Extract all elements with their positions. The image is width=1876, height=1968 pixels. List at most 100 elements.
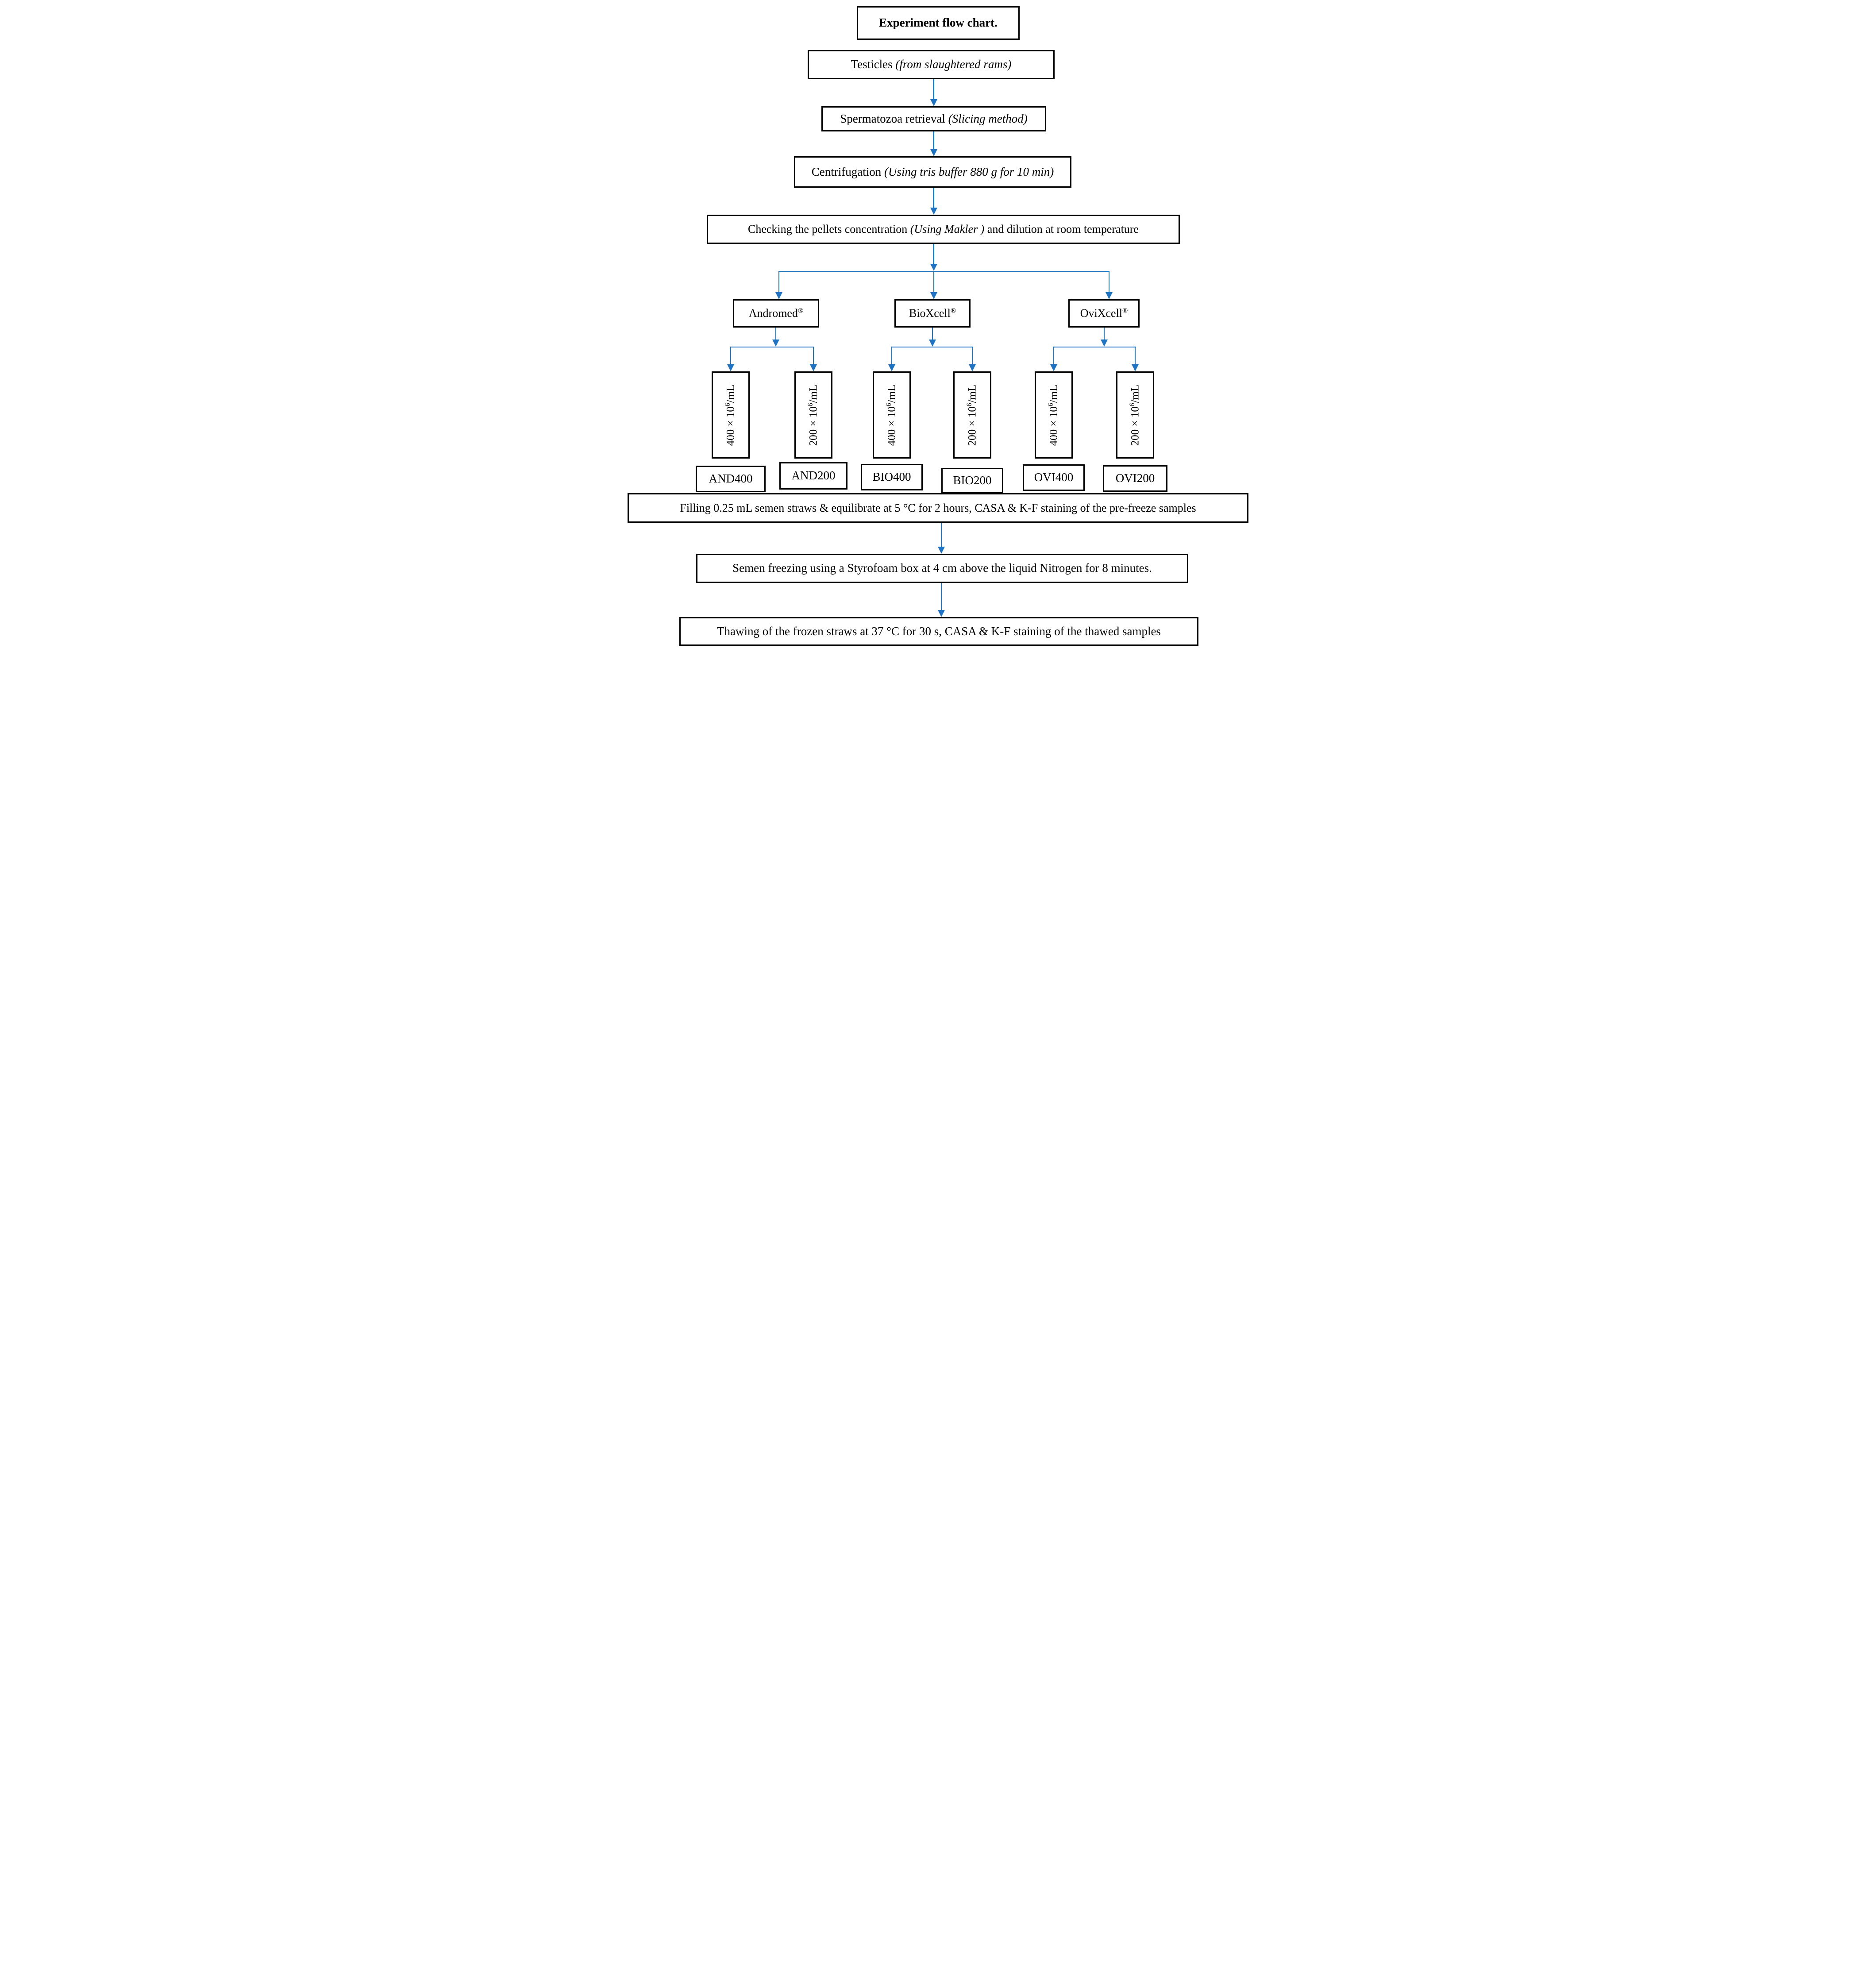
diluent-andromed-mark: ® bbox=[797, 307, 804, 315]
conc-bio400-base: 400 × 10 bbox=[886, 406, 898, 446]
arrow-checking-branch-stem bbox=[933, 244, 934, 264]
diluent-ovixcell-name: OviXcell bbox=[1080, 307, 1123, 320]
conc-bio400-exp: 6 bbox=[885, 402, 893, 406]
step-retrieval-note: (Slicing method) bbox=[948, 112, 1028, 125]
arrow-retrieval-centrifugation-stem bbox=[933, 131, 934, 149]
step-testicles-box: Testicles (from slaughtered rams) bbox=[808, 50, 1055, 79]
subarrow-andromed-head bbox=[772, 340, 779, 347]
branch-drop-andromed-head bbox=[775, 292, 782, 299]
diluent-ovixcell-mark: ® bbox=[1122, 307, 1128, 315]
label-bio200-box: BIO200 bbox=[941, 468, 1003, 494]
experiment-flowchart: Experiment flow chart. Testicles (from s… bbox=[625, 0, 1251, 656]
conc-ovi400-unit: /mL bbox=[1048, 384, 1059, 403]
arrow-centrifugation-checking-stem bbox=[933, 188, 934, 208]
title-box: Experiment flow chart. bbox=[857, 6, 1020, 40]
step-centrifugation-text: Centrifugation (Using tris buffer 880 g … bbox=[812, 165, 1054, 179]
step-checking-text: Checking the pellets concentration (Usin… bbox=[748, 223, 1139, 236]
conc-and200-unit: /mL bbox=[807, 384, 819, 403]
subdrop-ovi400-head bbox=[1050, 364, 1057, 371]
label-and200-text: AND200 bbox=[791, 469, 836, 482]
step-testicles-note: (from slaughtered rams) bbox=[895, 58, 1012, 71]
conc-ovi400-base: 400 × 10 bbox=[1048, 406, 1059, 446]
step-retrieval-text: Spermatozoa retrieval (Slicing method) bbox=[840, 112, 1028, 126]
label-bio400-box: BIO400 bbox=[861, 464, 923, 490]
subdrop-and200-head bbox=[810, 364, 817, 371]
diluent-bioxcell-box: BioXcell® bbox=[894, 299, 971, 328]
branch-drop-bioxcell-head bbox=[930, 292, 937, 299]
step-filling-text: Filling 0.25 mL semen straws & equilibra… bbox=[680, 501, 1196, 514]
branch-drop-ovixcell-head bbox=[1106, 292, 1113, 299]
step-testicles-main: Testicles bbox=[851, 58, 896, 71]
branch-drop-andromed-stem bbox=[778, 272, 779, 292]
conc-bio200-exp: 6 bbox=[965, 402, 973, 406]
conc-and200-box: 200 × 106/mL bbox=[794, 371, 832, 459]
conc-ovi400-exp: 6 bbox=[1047, 402, 1055, 406]
label-ovi200-box: OVI200 bbox=[1103, 465, 1167, 492]
step-centrifugation-note: (Using tris buffer 880 g for 10 min) bbox=[884, 165, 1054, 178]
conc-ovi200-text: 200 × 106/mL bbox=[1129, 384, 1141, 446]
conc-ovi200-unit: /mL bbox=[1129, 384, 1141, 403]
subdrop-bio200-head bbox=[969, 364, 976, 371]
step-filling-box: Filling 0.25 mL semen straws & equilibra… bbox=[628, 493, 1248, 523]
step-centrifugation-box: Centrifugation (Using tris buffer 880 g … bbox=[794, 156, 1071, 188]
arrow-freezing-thawing-stem bbox=[941, 583, 942, 610]
subdrop-and400-head bbox=[727, 364, 734, 371]
arrow-filling-freezing-stem bbox=[941, 523, 942, 547]
step-checking-post: and dilution at room temperature bbox=[984, 223, 1139, 236]
step-testicles-text: Testicles (from slaughtered rams) bbox=[851, 58, 1012, 71]
step-freezing-text: Semen freezing using a Styrofoam box at … bbox=[732, 561, 1152, 575]
subarrow-ovixcell-stem bbox=[1104, 328, 1105, 340]
subdrop-and200-stem bbox=[813, 347, 814, 364]
label-and400-box: AND400 bbox=[696, 466, 766, 492]
subdrop-ovi400-stem bbox=[1053, 347, 1054, 364]
subdrop-ovi200-head bbox=[1132, 364, 1139, 371]
diluent-ovixcell-text: OviXcell® bbox=[1080, 307, 1128, 320]
step-thawing-text: Thawing of the frozen straws at 37 °C fo… bbox=[717, 624, 1161, 638]
conc-and200-text: 200 × 106/mL bbox=[807, 384, 820, 446]
conc-and400-unit: /mL bbox=[724, 384, 736, 403]
conc-bio400-box: 400 × 106/mL bbox=[873, 371, 911, 459]
diluent-andromed-box: Andromed® bbox=[733, 299, 819, 328]
conc-and400-text: 400 × 106/mL bbox=[724, 384, 737, 446]
conc-and400-base: 400 × 10 bbox=[724, 406, 736, 446]
subarrow-andromed-stem bbox=[775, 328, 776, 340]
label-and200-box: AND200 bbox=[779, 462, 847, 490]
subdrop-bio400-stem bbox=[891, 347, 892, 364]
conc-bio200-base: 200 × 10 bbox=[966, 406, 978, 446]
conc-ovi200-box: 200 × 106/mL bbox=[1116, 371, 1154, 459]
arrow-checking-branch-head bbox=[930, 264, 937, 271]
conc-ovi400-text: 400 × 106/mL bbox=[1047, 384, 1060, 446]
step-checking-box: Checking the pellets concentration (Usin… bbox=[707, 215, 1180, 244]
conc-bio400-unit: /mL bbox=[886, 384, 898, 403]
label-ovi200-text: OVI200 bbox=[1115, 471, 1155, 485]
subarrow-bioxcell-head bbox=[929, 340, 936, 347]
label-ovi400-text: OVI400 bbox=[1034, 471, 1074, 484]
subdrop-bio200-stem bbox=[972, 347, 973, 364]
diluent-andromed-text: Andromed® bbox=[749, 307, 803, 320]
label-bio400-text: BIO400 bbox=[872, 470, 911, 484]
label-bio200-text: BIO200 bbox=[953, 474, 992, 487]
subdrop-bio400-head bbox=[888, 364, 895, 371]
step-checking-note: (Using Makler ) bbox=[910, 223, 985, 236]
branch-drop-bioxcell-stem bbox=[933, 272, 934, 292]
conc-and200-base: 200 × 10 bbox=[807, 406, 819, 446]
conc-ovi400-box: 400 × 106/mL bbox=[1035, 371, 1073, 459]
arrow-centrifugation-checking-head bbox=[930, 208, 937, 215]
step-checking-pre: Checking the pellets concentration bbox=[747, 223, 910, 236]
conc-and400-exp: 6 bbox=[724, 402, 732, 406]
conc-ovi200-exp: 6 bbox=[1128, 402, 1136, 406]
arrow-filling-freezing-head bbox=[938, 547, 945, 554]
subdrop-and400-stem bbox=[730, 347, 731, 364]
conc-ovi200-base: 200 × 10 bbox=[1129, 406, 1141, 446]
step-centrifugation-main: Centrifugation bbox=[811, 165, 884, 178]
subdrop-ovi200-stem bbox=[1135, 347, 1136, 364]
conc-and400-box: 400 × 106/mL bbox=[712, 371, 750, 459]
diluent-bioxcell-text: BioXcell® bbox=[909, 307, 956, 320]
conc-bio200-text: 200 × 106/mL bbox=[966, 384, 978, 446]
label-ovi400-box: OVI400 bbox=[1023, 464, 1085, 491]
diluent-ovixcell-box: OviXcell® bbox=[1068, 299, 1140, 328]
step-freezing-box: Semen freezing using a Styrofoam box at … bbox=[696, 554, 1188, 583]
conc-and200-exp: 6 bbox=[806, 402, 814, 406]
arrow-freezing-thawing-head bbox=[938, 610, 945, 617]
subarrow-ovixcell-head bbox=[1101, 340, 1108, 347]
